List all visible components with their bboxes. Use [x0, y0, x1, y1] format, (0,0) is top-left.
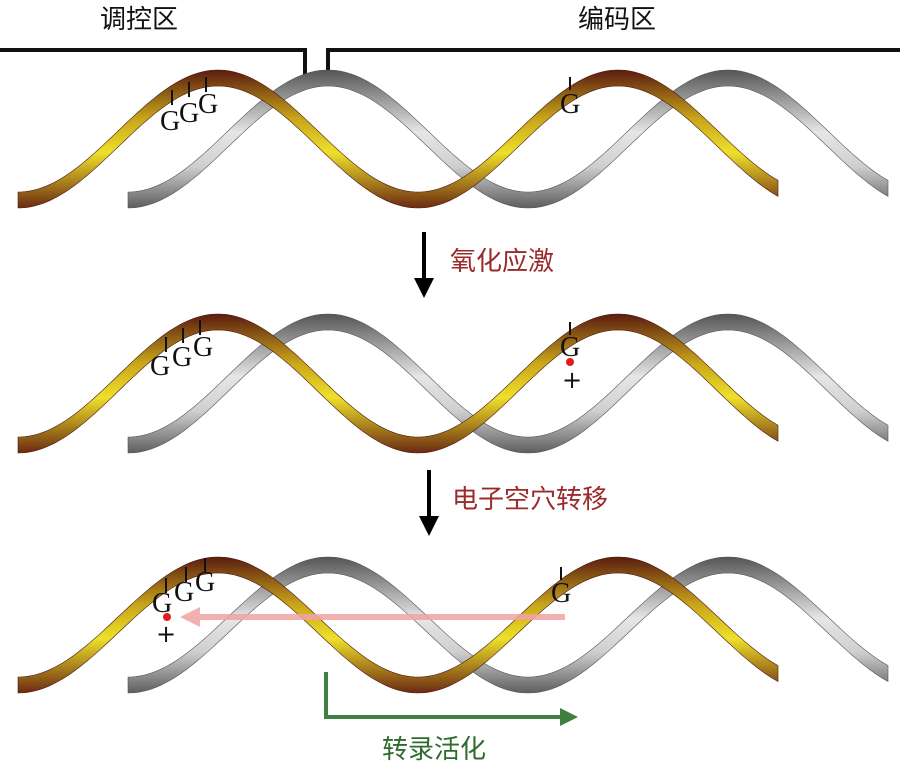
- step-label-oxidative-stress: 氧化应激: [450, 247, 554, 277]
- gold-strand: [17, 313, 779, 454]
- region-bracket: [0, 48, 900, 75]
- base-group-g-middle: G +: [560, 322, 582, 394]
- radical-dot: [566, 358, 574, 366]
- base-g: G: [195, 567, 215, 598]
- hole-plus-sign: +: [156, 620, 176, 648]
- base-g: G: [193, 332, 213, 363]
- gray-strand: [127, 313, 889, 454]
- base-group-ggg-bottom: G G G +: [152, 558, 215, 648]
- gold-strand: [17, 556, 779, 694]
- base-g: G: [560, 89, 580, 120]
- gray-strand: [127, 69, 889, 209]
- base-g: G: [174, 577, 194, 608]
- base-g: G: [172, 342, 192, 373]
- base-g: G: [179, 98, 199, 129]
- gold-strand: [17, 69, 779, 209]
- left-arrow-icon: [180, 607, 565, 627]
- regulatory-region-label: 调控区: [100, 5, 178, 35]
- hole-plus-sign: +: [562, 366, 582, 394]
- base-g: G: [150, 351, 170, 382]
- gray-strand: [127, 556, 889, 694]
- dna-helix-middle: [17, 313, 889, 454]
- base-g: G: [160, 106, 180, 137]
- step-label-hole-transfer: 电子空穴转移: [452, 485, 608, 515]
- base-g: G: [560, 332, 580, 363]
- down-arrow-icon: [414, 232, 434, 298]
- base-g: G: [551, 578, 571, 609]
- base-group-g-top: G: [560, 77, 580, 120]
- step-label-transcription-activation: 转录活化: [382, 735, 486, 765]
- base-g: G: [152, 588, 172, 619]
- right-angle-arrow-icon: [324, 672, 578, 726]
- base-group-g-bottom: G: [551, 567, 571, 609]
- coding-region-label: 编码区: [578, 5, 656, 35]
- radical-dot: [163, 613, 171, 621]
- dna-helix-bottom: [17, 556, 889, 694]
- base-group-ggg-middle: G G G: [150, 320, 213, 382]
- down-arrow-icon: [419, 470, 439, 536]
- dna-helix-top: [17, 69, 889, 209]
- base-g: G: [198, 89, 218, 120]
- base-group-ggg-top: G G G: [160, 77, 218, 137]
